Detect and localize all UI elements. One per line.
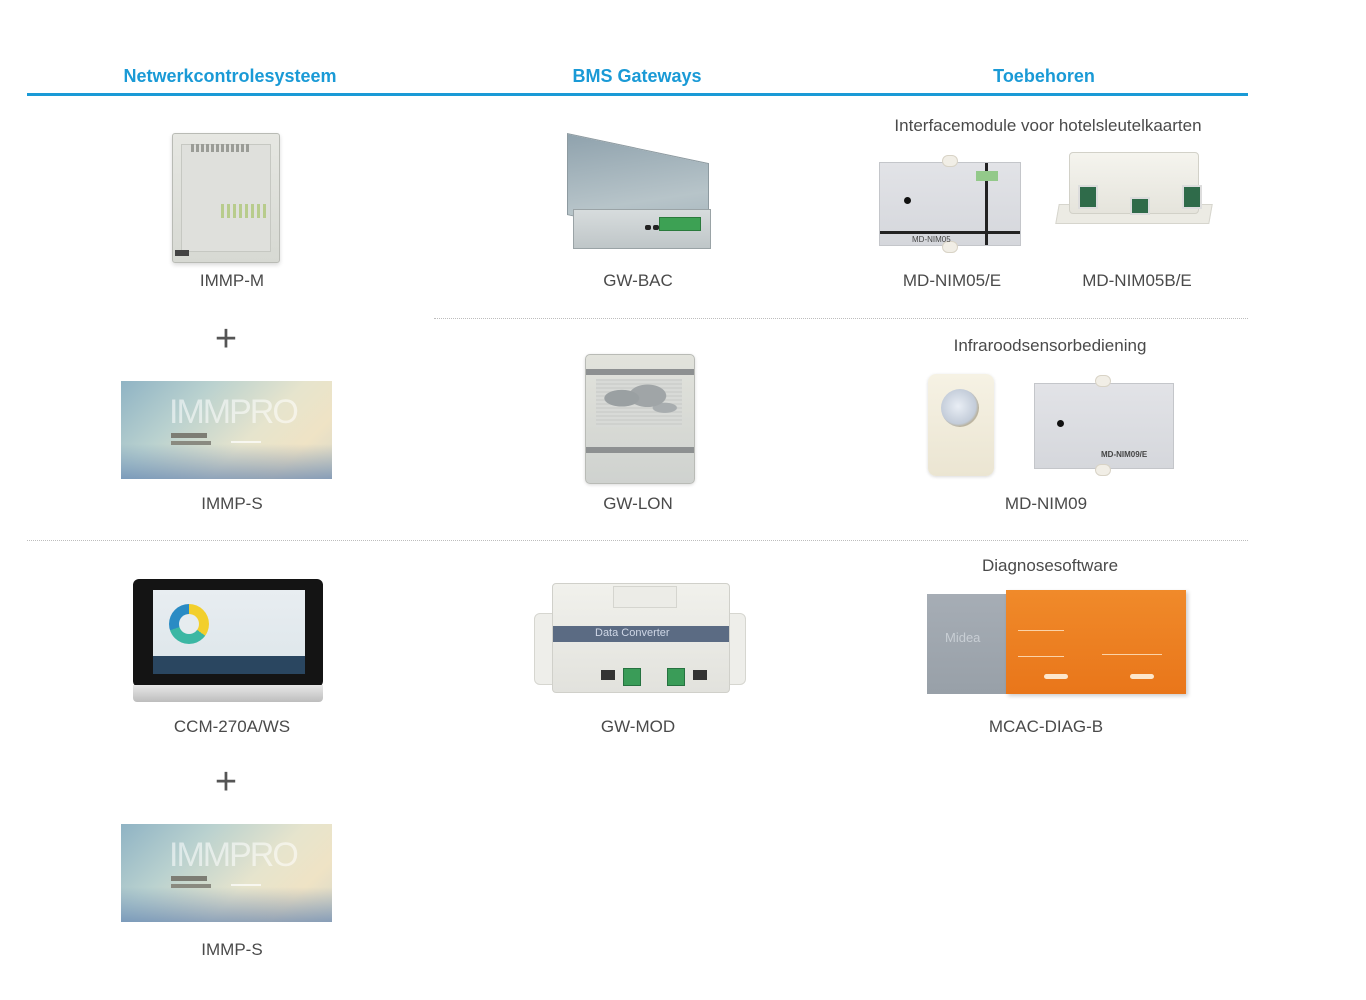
immp-m-image — [172, 133, 280, 263]
pir-sensor-image — [928, 374, 994, 476]
mcac-diag-image: Midea — [927, 590, 1195, 696]
md-nim09-module-image: MD-NIM09/E — [1034, 375, 1174, 476]
product-label-md-nim09: MD-NIM09 — [1004, 494, 1088, 513]
header-rule — [27, 93, 1248, 96]
product-label-immp-s: IMMP-S — [201, 940, 263, 959]
immp-s-image: IMMPRO — [121, 381, 332, 479]
product-label-mcac-diag: MCAC-DIAG-B — [988, 717, 1104, 736]
subtitle-infrared-sensor: Infraroodsensorbediening — [953, 336, 1147, 355]
gw-bac-image — [567, 133, 711, 253]
product-label-immp-s: IMMP-S — [201, 494, 263, 513]
product-label-immp-m: IMMP-M — [199, 271, 265, 290]
immp-s-image: IMMPRO — [121, 824, 332, 922]
product-label-gw-lon: GW-LON — [603, 494, 673, 513]
subtitle-hotel-key-card: Interfacemodule voor hotelsleutelkaarten — [894, 116, 1202, 135]
gw-lon-image — [585, 354, 695, 484]
product-label-gw-bac: GW-BAC — [603, 271, 673, 290]
product-label-gw-mod: GW-MOD — [600, 717, 676, 736]
column-header-accessories: Toebehoren — [993, 66, 1095, 86]
column-header-bms-gateways: BMS Gateways — [572, 66, 702, 86]
plus-icon: + — [214, 318, 238, 360]
md-nim05-image: MD-NIM05 — [879, 155, 1021, 253]
product-label-ccm-270a: CCM-270A/WS — [173, 717, 291, 736]
md-nim05b-image — [1055, 152, 1213, 230]
column-header-network-control: Netwerkcontrolesysteem — [123, 66, 337, 86]
ccm-270a-image — [133, 579, 323, 702]
product-label-md-nim05b: MD-NIM05B/E — [1082, 271, 1192, 290]
gw-mod-image: Data Converter — [534, 583, 746, 695]
divider-row2 — [27, 540, 1248, 541]
product-label-md-nim05: MD-NIM05/E — [902, 271, 1002, 290]
divider-row1 — [434, 318, 1248, 319]
plus-icon: + — [214, 761, 238, 803]
subtitle-diagnostics: Diagnosesoftware — [981, 556, 1119, 575]
